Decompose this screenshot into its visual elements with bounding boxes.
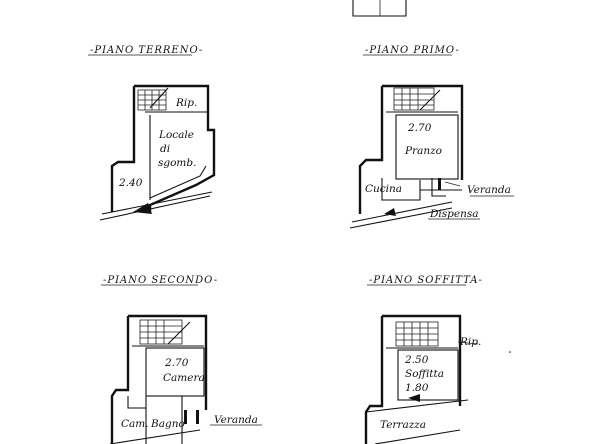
- secondo-right-wall: [128, 314, 208, 410]
- height-terreno: 2.40: [118, 177, 143, 189]
- label-pranzo: Pranzo: [404, 145, 442, 157]
- label-veranda-primo: Veranda: [467, 184, 511, 196]
- terreno-left-wall: [110, 86, 136, 212]
- plan-piano-secondo: -PIANO SECONDO- 2.70 Camera Cam. Bagno V…: [101, 275, 262, 444]
- primo-left-wall: [358, 86, 384, 214]
- secondo-left-wall: [110, 316, 130, 444]
- soffitta-room: [397, 349, 459, 401]
- height-soffitta-low: 1.80: [405, 382, 429, 394]
- secondo-stairs: [139, 319, 191, 345]
- soffitta-stairs: [395, 321, 439, 347]
- terreno-entrance-marker: [133, 203, 152, 214]
- secondo-camera-room: [145, 347, 205, 397]
- label-di: di: [160, 143, 170, 155]
- label-cucina: Cucina: [365, 183, 402, 195]
- terreno-outer-wall: [134, 84, 216, 213]
- primo-entrance-marker: [384, 208, 396, 216]
- title-piano-soffitta: -PIANO SOFFITTA-: [369, 275, 483, 286]
- title-piano-primo: -PIANO PRIMO-: [365, 45, 460, 56]
- height-soffitta: 2.50: [404, 354, 429, 366]
- primo-pranzo-room: [395, 114, 459, 180]
- primo-stairs: [393, 87, 441, 111]
- plan-piano-primo: -PIANO PRIMO- 2.70 Pranzo Cucina: [349, 45, 514, 229]
- title-piano-secondo: -PIANO SECONDO-: [103, 275, 218, 286]
- label-camera: Camera: [163, 372, 205, 384]
- label-bagno: Bagno: [150, 418, 185, 430]
- label-dispensa: Dispensa: [429, 208, 479, 220]
- top-section-fragment: [352, 0, 407, 17]
- height-primo: 2.70: [407, 122, 432, 134]
- label-soffitta: Soffitta: [405, 368, 444, 380]
- soffitta-right-wall: [382, 314, 462, 406]
- label-veranda-secondo: Veranda: [214, 414, 258, 426]
- primo-right-wall: [382, 84, 464, 180]
- label-rip-soffitta: Rip.: [459, 336, 481, 348]
- title-piano-terreno: -PIANO TERRENO-: [90, 45, 203, 56]
- soffitta-left-wall: [364, 316, 384, 444]
- label-cam: Cam.: [121, 418, 149, 430]
- height-secondo: 2.70: [164, 357, 189, 369]
- label-locale: Locale: [158, 129, 194, 141]
- label-sgomb: sgomb.: [158, 157, 196, 169]
- plan-piano-soffitta: -PIANO SOFFITTA- Rip. 2.50 Soffitta 1.80…: [364, 275, 511, 444]
- plan-piano-terreno: -PIANO TERRENO- Rip. Locale di sgomb. 2.…: [88, 45, 216, 221]
- label-rip-terreno: Rip.: [175, 97, 197, 109]
- terreno-stairs: [137, 87, 169, 111]
- label-terrazza: Terrazza: [380, 419, 426, 431]
- soffitta-marker: [408, 394, 420, 402]
